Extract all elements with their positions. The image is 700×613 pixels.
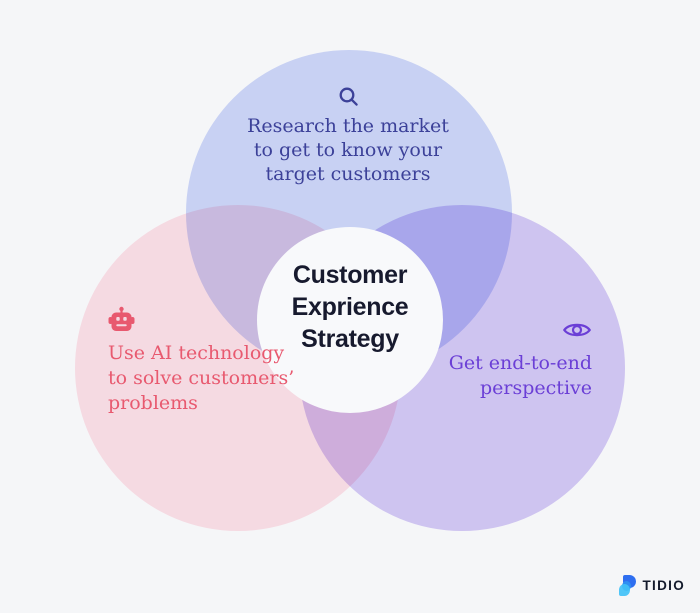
title-line: Strategy	[301, 325, 399, 353]
perspective-label-line: Get end-to-end	[448, 352, 592, 374]
ai-technology-label-line: Use AI technology	[108, 342, 285, 364]
research-label-line: Research the market	[247, 115, 449, 137]
research-label: Research the market to get to know your …	[218, 86, 478, 186]
tidio-brand: TIDIO	[618, 575, 686, 596]
search-icon	[218, 86, 478, 107]
ai-technology-label-line: to solve customers’	[108, 367, 295, 389]
center-circle	[257, 227, 443, 413]
logo-shape-cyan	[618, 584, 630, 596]
ai-technology-label: Use AI technology to solve customers’ pr…	[108, 306, 308, 416]
brand-name: TIDIO	[642, 578, 685, 593]
eye-icon	[392, 320, 592, 340]
perspective-label-line: perspective	[480, 377, 592, 399]
perspective-label: Get end-to-end perspective	[392, 320, 592, 401]
page-title: Customer Exprience Strategy	[257, 259, 443, 355]
research-label-line: to get to know your	[253, 139, 443, 161]
research-label-line: target customers	[265, 163, 431, 185]
tidio-logo-icon	[618, 575, 636, 596]
ai-technology-label-line: problems	[108, 392, 198, 414]
robot-icon	[108, 306, 308, 332]
title-line: Exprience	[291, 293, 409, 321]
title-line: Customer	[292, 261, 408, 289]
